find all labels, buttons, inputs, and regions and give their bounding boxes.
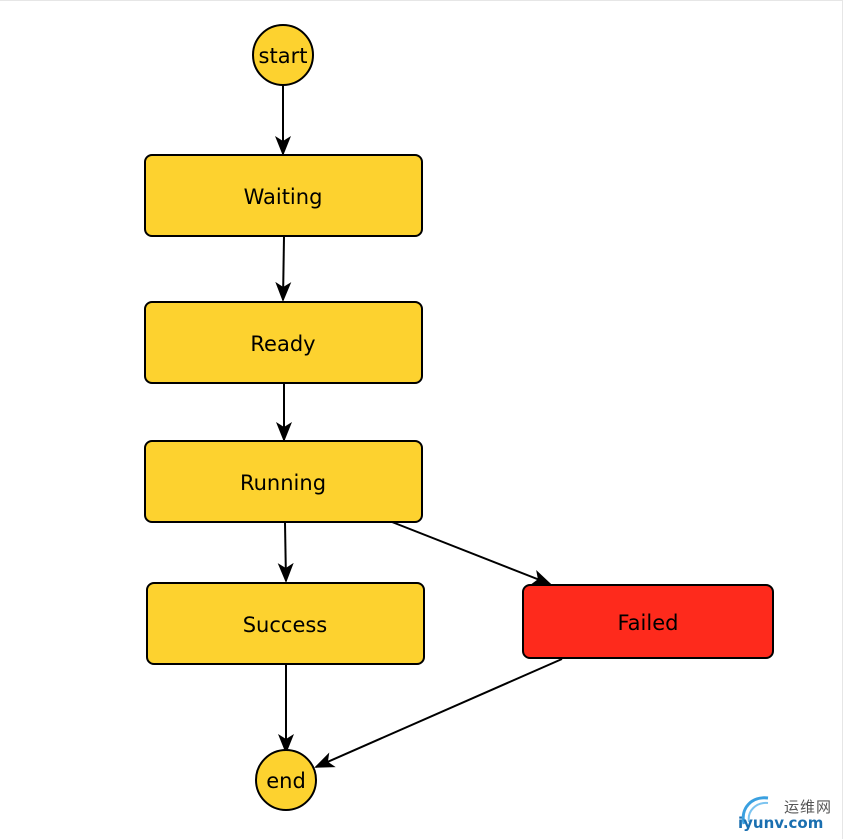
node-ready-label: Ready — [250, 332, 315, 356]
node-end[interactable]: end — [255, 749, 317, 811]
node-start-label: start — [259, 44, 308, 68]
node-waiting[interactable]: Waiting — [144, 154, 423, 237]
watermark: 运维网 iyunv.com — [738, 794, 838, 834]
edges — [275, 85, 563, 768]
node-success[interactable]: Success — [146, 582, 425, 665]
watermark-swoosh-icon — [741, 796, 769, 825]
edge-failed-end — [314, 658, 563, 768]
edge-waiting-ready — [275, 236, 292, 302]
node-waiting-label: Waiting — [244, 185, 323, 209]
watermark-domain-text: iyunv.com — [738, 814, 824, 832]
edge-running-failed — [391, 521, 552, 585]
node-success-label: Success — [243, 613, 328, 637]
node-failed[interactable]: Failed — [522, 584, 774, 659]
node-failed-label: Failed — [618, 611, 679, 635]
node-running-label: Running — [240, 471, 326, 495]
node-end-label: end — [266, 769, 306, 793]
node-start[interactable]: start — [252, 24, 314, 86]
node-running[interactable]: Running — [144, 440, 423, 523]
watermark-chinese-text: 运维网 — [784, 798, 833, 816]
node-ready[interactable]: Ready — [144, 301, 423, 384]
edge-running-success — [277, 522, 294, 583]
